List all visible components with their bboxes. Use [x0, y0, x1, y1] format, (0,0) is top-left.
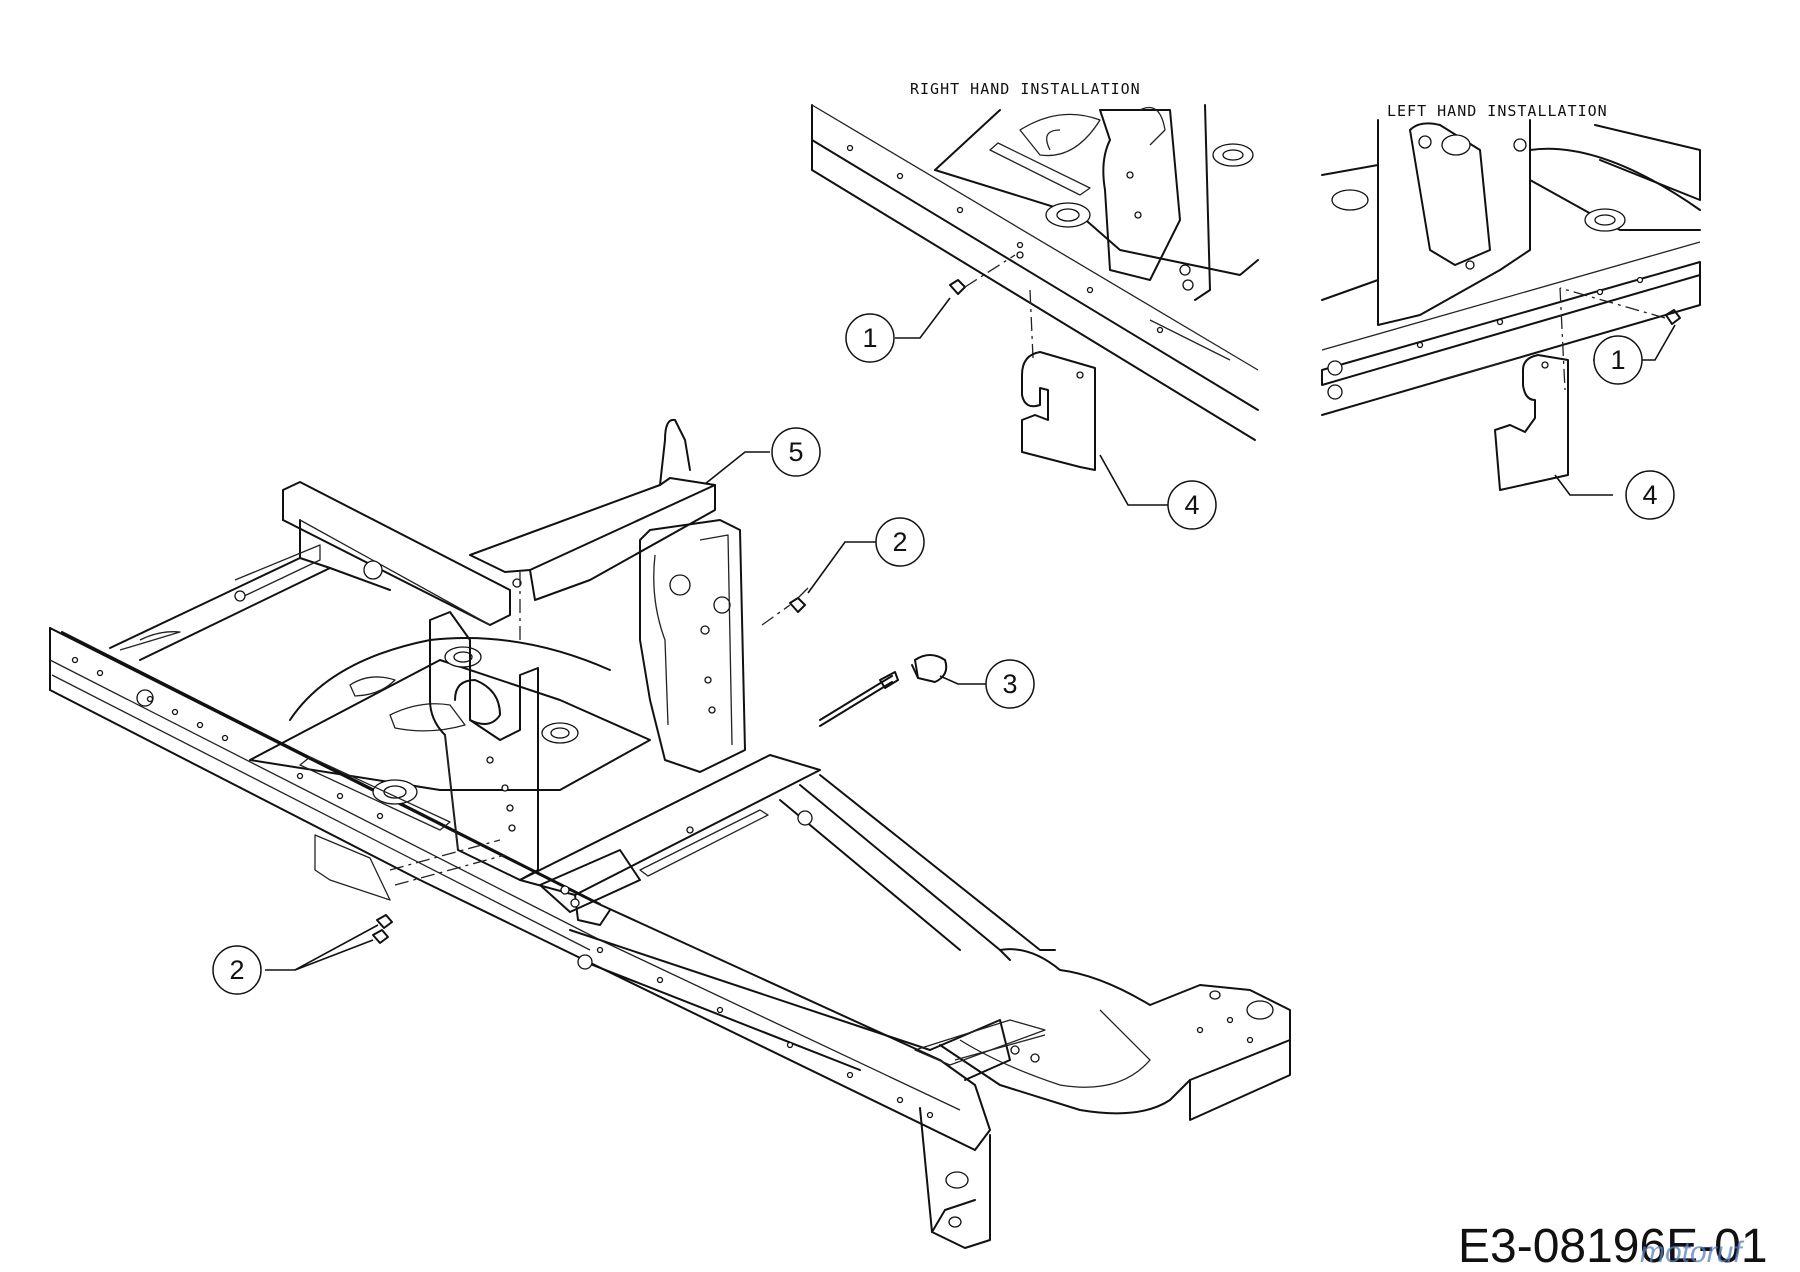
caption-right-hand: RIGHT HAND INSTALLATION [910, 80, 1141, 98]
caption-left-hand: LEFT HAND INSTALLATION [1387, 102, 1608, 120]
callout-label: 1 [862, 323, 877, 353]
callout-2-upper: 2 [875, 517, 925, 567]
callout-2-lower: 2 [212, 945, 262, 995]
callout-label: 5 [788, 437, 803, 467]
callout-label: 4 [1642, 480, 1657, 510]
main-frame-drawing [49, 418, 1291, 1249]
callout-1-right: 1 [845, 313, 895, 363]
callout-5: 5 [771, 427, 821, 477]
callout-label: 1 [1610, 345, 1625, 375]
drawing-number: E3-08196E-01 [1458, 1220, 1768, 1272]
right-hand-detail-drawing [811, 104, 1259, 471]
callout-1-left: 1 [1593, 335, 1643, 385]
callout-label: 2 [229, 955, 244, 985]
hardware-parts [372, 587, 948, 944]
callout-label: 3 [1002, 669, 1017, 699]
callout-label: 4 [1184, 490, 1199, 520]
callout-4-left: 4 [1625, 470, 1675, 520]
callout-3: 3 [985, 659, 1035, 709]
callout-leaders [265, 297, 1676, 971]
callout-4-right: 4 [1167, 480, 1217, 530]
callout-label: 2 [892, 527, 907, 557]
left-hand-detail-drawing [1321, 119, 1701, 491]
watermark: motoruf [1640, 1236, 1744, 1269]
